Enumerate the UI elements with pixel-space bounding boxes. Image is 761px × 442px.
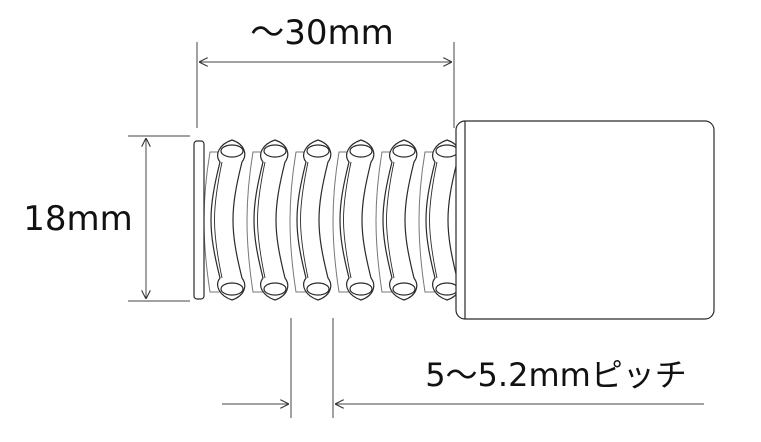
coil-turn-highlight	[429, 161, 438, 279]
length-dimension	[196, 42, 455, 128]
end-plug	[455, 120, 715, 320]
coil-turn	[339, 139, 375, 301]
pitch-dimension	[222, 318, 704, 418]
coil-top-loop	[392, 144, 416, 158]
length-label: 〜30mm	[250, 13, 394, 53]
coil-bottom-loop	[392, 282, 416, 296]
coil-turn-highlight	[300, 161, 309, 279]
coil-bottom-loop	[435, 282, 459, 296]
coil-bottom-loop	[349, 282, 373, 296]
coil-top-loop	[263, 144, 287, 158]
coil-top-loop	[306, 144, 330, 158]
coil-end-left	[193, 140, 205, 300]
coil-turn	[296, 139, 332, 301]
coil-turn-highlight	[214, 161, 223, 279]
coil-bottom-loop	[263, 282, 287, 296]
coil-turn-highlight	[343, 161, 352, 279]
coil-top-loop	[349, 144, 373, 158]
coil-top-loop	[220, 144, 244, 158]
spring-coil	[193, 139, 461, 301]
coil-turn	[253, 139, 289, 301]
coil-bottom-loop	[306, 282, 330, 296]
coil-turn-highlight	[257, 161, 266, 279]
diameter-label: 18mm	[23, 199, 133, 239]
coil-top-loop	[435, 144, 459, 158]
diameter-dimension	[128, 135, 190, 302]
coil-turn-highlight	[386, 161, 395, 279]
coil-turn	[210, 139, 246, 301]
pitch-label: 5〜5.2mmピッチ	[425, 356, 687, 394]
coil-bottom-loop	[220, 282, 244, 296]
coil-turn	[382, 139, 418, 301]
